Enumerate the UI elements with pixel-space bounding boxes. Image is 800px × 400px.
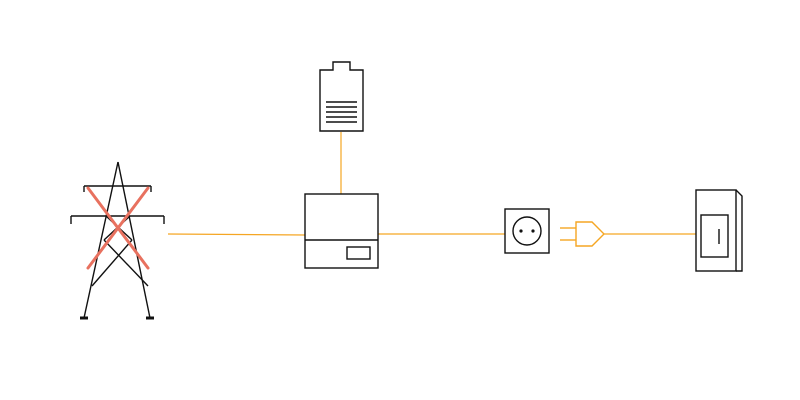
- x-mark-icon: [86, 186, 150, 270]
- connections: [167, 132, 696, 236]
- power-pylon-icon: [70, 161, 165, 320]
- connection-grid-to-inverter: [167, 233, 306, 236]
- power-plug-icon: [560, 221, 605, 247]
- battery-icon: [319, 61, 364, 132]
- appliance-cabinet-icon: [695, 189, 743, 272]
- inverter-icon: [304, 193, 379, 269]
- power-socket-icon: [504, 208, 550, 254]
